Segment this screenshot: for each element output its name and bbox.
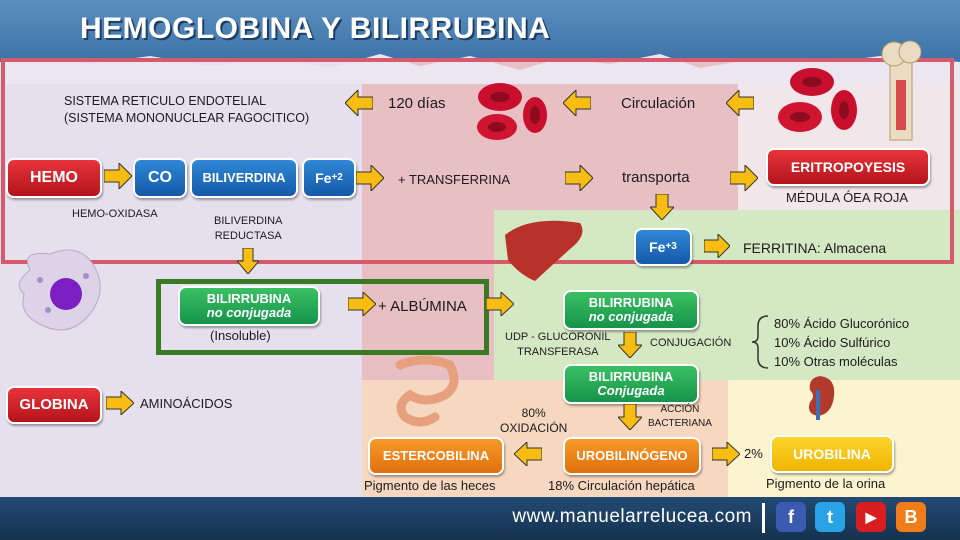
accion-line-1: ACCIÓN xyxy=(660,404,700,415)
arrow-down-reductasa xyxy=(237,248,259,274)
youtube-icon[interactable]: ▶ xyxy=(856,502,886,532)
blogger-icon[interactable]: B xyxy=(896,502,926,532)
biliverdina-box: BILIVERDINA xyxy=(190,158,298,198)
arrow-down-transporta xyxy=(650,194,674,220)
arrow-right-hemo xyxy=(104,163,132,189)
udp-line-2: TRANSFERASA xyxy=(517,346,599,358)
highlight-box-red xyxy=(1,58,954,264)
percent-item-3: 10% Otras moléculas xyxy=(774,354,898,369)
estercobilina-box: ESTERCOBILINA xyxy=(368,437,504,475)
bilirrubina-nc-liver-line1: BILIRRUBINA xyxy=(588,295,674,311)
globina-box: GLOBINA xyxy=(6,386,102,424)
arrow-down-conjugacion xyxy=(618,332,642,358)
biliverdina-reductasa-label: BILIVERDINA REDUCTASA xyxy=(214,214,282,244)
urobilinogeno-box: UROBILINÓGENO xyxy=(563,437,701,475)
two-percent-label: 2% xyxy=(744,446,763,461)
red-blood-cells-image-2 xyxy=(778,68,857,132)
bilirrubina-nc-liver-box: BILIRRUBINA no conjugada xyxy=(563,290,699,330)
bilirrubina-nc-left-box: BILIRRUBINA no conjugada xyxy=(178,286,320,326)
accion-bacteriana-label: ACCIÓN BACTERIANA xyxy=(648,403,712,431)
ferritina-label: FERRITINA: Almacena xyxy=(743,240,887,256)
dias-label: 120 días xyxy=(388,95,446,112)
bilirrubina-nc-left-line2: no conjugada xyxy=(206,305,292,320)
reductasa-line-2: REDUCTASA xyxy=(214,230,282,242)
arrow-left-urobilinogeno xyxy=(514,442,542,466)
page-title: HEMOGLOBINA Y BILIRRUBINA xyxy=(80,12,551,45)
fe3-label: Fe xyxy=(649,238,666,255)
bilirrubina-c-line2: Conjugada xyxy=(597,383,665,398)
transferrina-label: + TRANSFERRINA xyxy=(398,172,511,187)
torn-paper-edge xyxy=(0,54,960,84)
arrow-right-fe2 xyxy=(356,165,384,191)
sistema-reticulo-label: SISTEMA RETICULO ENDOTELIAL (SISTEMA MON… xyxy=(64,93,309,127)
bilirrubina-conjugada-box: BILIRRUBINA Conjugada xyxy=(563,364,699,404)
conjugacion-label: CONJUGACIÓN xyxy=(650,337,732,349)
fe3-box: Fe+3 xyxy=(634,228,692,266)
pigmento-orina-label: Pigmento de la orina xyxy=(766,476,886,491)
arrow-left-3 xyxy=(726,90,754,116)
arrow-right-fe3 xyxy=(704,234,730,258)
arrow-right-albumina xyxy=(486,292,514,316)
arrow-right-transferrina xyxy=(565,165,593,191)
bilirrubina-nc-liver-line2: no conjugada xyxy=(588,309,674,324)
footer-divider xyxy=(762,503,765,533)
percent-item-2: 10% Ácido Sulfúrico xyxy=(774,335,891,350)
reductasa-line-1: BILIVERDINA xyxy=(214,215,283,227)
brace-icon xyxy=(752,315,769,369)
circulacion-hepatica-label: 18% Circulación hepática xyxy=(548,478,695,493)
urobilina-box: UROBILINA xyxy=(770,435,894,473)
percent-item-1: 80% Ácido Glucorónico xyxy=(774,316,910,331)
eritropoyesis-box: ERITROPOYESIS xyxy=(766,148,930,186)
arrow-left-1 xyxy=(345,90,373,116)
sistema-line-2: (SISTEMA MONONUCLEAR FAGOCITICO) xyxy=(64,111,310,125)
fe2-label: Fe xyxy=(315,169,332,186)
transporta-label: transporta xyxy=(622,169,690,186)
macrophage-image xyxy=(18,249,101,331)
albumina-label: + ALBÚMINA xyxy=(378,298,467,315)
circulacion-label: Circulación xyxy=(621,95,696,112)
title-bar xyxy=(0,0,960,62)
co-box: CO xyxy=(133,158,187,198)
hemo-box: HEMO xyxy=(6,158,102,198)
sistema-line-1: SISTEMA RETICULO ENDOTELIAL xyxy=(64,94,267,108)
arrow-left-2 xyxy=(563,90,591,116)
oxidacion-line-1: 80% xyxy=(521,406,546,420)
liver-image xyxy=(505,220,583,281)
red-blood-cells-image xyxy=(477,83,547,140)
arrow-right-urobilinogeno xyxy=(712,442,740,466)
oxidacion-label: 80% OXIDACIÓN xyxy=(500,406,567,436)
insoluble-label: (Insoluble) xyxy=(210,328,271,343)
facebook-icon[interactable]: f xyxy=(776,502,806,532)
udp-label: UDP - GLUCORONIL TRANSFERASA xyxy=(505,330,611,360)
pigmento-heces-label: Pigmento de las heces xyxy=(364,478,496,493)
fe3-sup: +3 xyxy=(665,240,677,252)
twitter-icon[interactable]: t xyxy=(815,502,845,532)
oxidacion-line-2: OXIDACIÓN xyxy=(500,421,568,435)
arrow-down-accion xyxy=(618,404,642,430)
arrow-right-bilirrubina-nc xyxy=(348,292,376,316)
aminoacidos-label: AMINOÁCIDOS xyxy=(140,396,233,411)
medula-label: MÉDULA ÓEA ROJA xyxy=(786,190,909,205)
fe2-sup: +2 xyxy=(331,171,343,183)
bilirrubina-c-line1: BILIRRUBINA xyxy=(588,369,674,385)
fe2-box: Fe+2 xyxy=(302,158,356,198)
percent-list: 80% Ácido Glucorónico 10% Ácido Sulfúric… xyxy=(774,314,909,371)
accion-line-2: BACTERIANA xyxy=(648,418,712,429)
hemo-oxidasa-label: HEMO-OXIDASA xyxy=(72,208,158,220)
website-link[interactable]: www.manuelarrelucea.com xyxy=(512,506,752,527)
intestine-image xyxy=(395,355,459,427)
kidney-image xyxy=(809,376,835,420)
bone-image xyxy=(881,40,922,141)
udp-line-1: UDP - GLUCORONIL xyxy=(505,331,611,343)
bilirrubina-nc-left-line1: BILIRRUBINA xyxy=(206,291,292,307)
arrow-right-globina xyxy=(106,391,134,415)
arrow-right-transporta xyxy=(730,165,758,191)
highlight-box-green xyxy=(156,279,489,355)
